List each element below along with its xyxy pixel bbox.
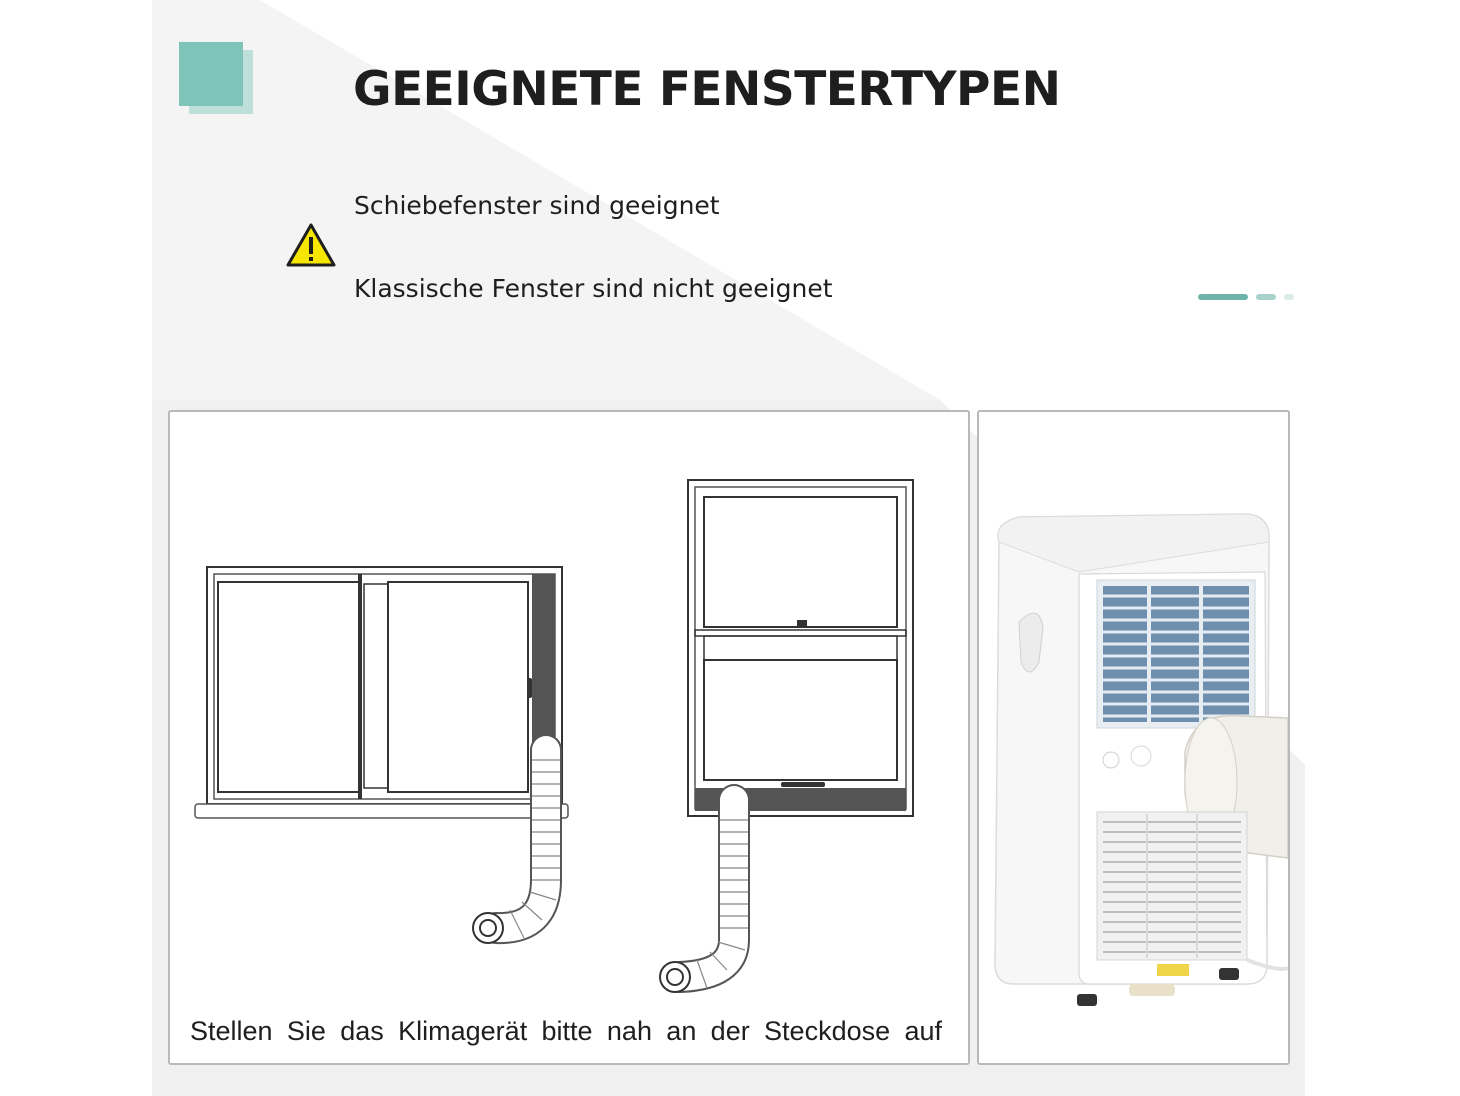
pagination-dot-1[interactable]: [1198, 294, 1248, 300]
sliding-window-illustration: [194, 566, 569, 945]
pagination-dot-2[interactable]: [1256, 294, 1276, 300]
placement-caption: Stellen Sie das Klimagerät bitte nah an …: [190, 1016, 942, 1046]
pagination-dot-3[interactable]: [1284, 294, 1294, 300]
teal-square-logo-icon: [179, 42, 253, 114]
hung-window-illustration: [659, 479, 914, 993]
air-conditioner-illustration: [994, 513, 1288, 1006]
warning-triangle-icon: [286, 223, 336, 267]
suitable-note: Schiebefenster sind geeignet: [354, 191, 720, 220]
not-suitable-note: Klassische Fenster sind nicht geeignet: [354, 274, 833, 303]
pagination-dots[interactable]: [1198, 294, 1298, 302]
product-photo-panel: [977, 410, 1290, 1065]
page-title: GEEIGNETE FENSTERTYPEN: [353, 62, 1061, 117]
